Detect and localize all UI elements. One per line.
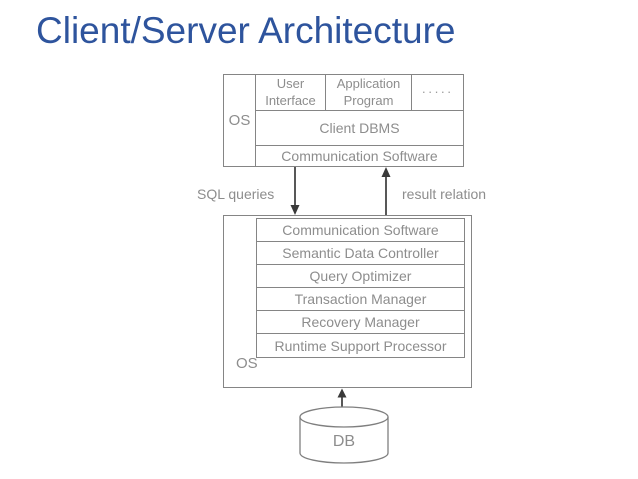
recovery-manager-cell: Recovery Manager <box>257 311 464 334</box>
database-cylinder-icon <box>299 406 389 464</box>
db-label: DB <box>332 433 356 450</box>
page-title: Client/Server Architecture <box>36 10 456 51</box>
application-program-cell: Application Program <box>326 75 412 110</box>
server-os-label: OS <box>236 355 258 372</box>
user-interface-cell: User Interface <box>256 75 326 110</box>
query-optimizer-cell: Query Optimizer <box>257 265 464 288</box>
server-communication-software-cell: Communication Software <box>257 219 464 242</box>
result-relation-label: result relation <box>402 186 487 202</box>
down-arrow-icon <box>290 167 300 215</box>
runtime-support-processor-cell: Runtime Support Processor <box>257 334 464 357</box>
more-programs-ellipsis: ····· <box>421 84 454 100</box>
server-module-stack: Communication Software Semantic Data Con… <box>256 218 465 358</box>
client-communication-software-cell: Communication Software <box>281 148 438 164</box>
sql-queries-label: SQL queries <box>197 186 275 202</box>
client-os-label: OS <box>224 75 256 166</box>
transaction-manager-cell: Transaction Manager <box>257 288 464 311</box>
client-box: OS User Interface Application Program ··… <box>223 74 464 167</box>
client-top-row: User Interface Application Program ····· <box>256 75 463 111</box>
semantic-data-controller-cell: Semantic Data Controller <box>257 242 464 265</box>
server-box: Communication Software Semantic Data Con… <box>223 215 472 388</box>
up-arrow-icon <box>381 167 391 215</box>
client-dbms-cell: Client DBMS <box>256 111 463 146</box>
